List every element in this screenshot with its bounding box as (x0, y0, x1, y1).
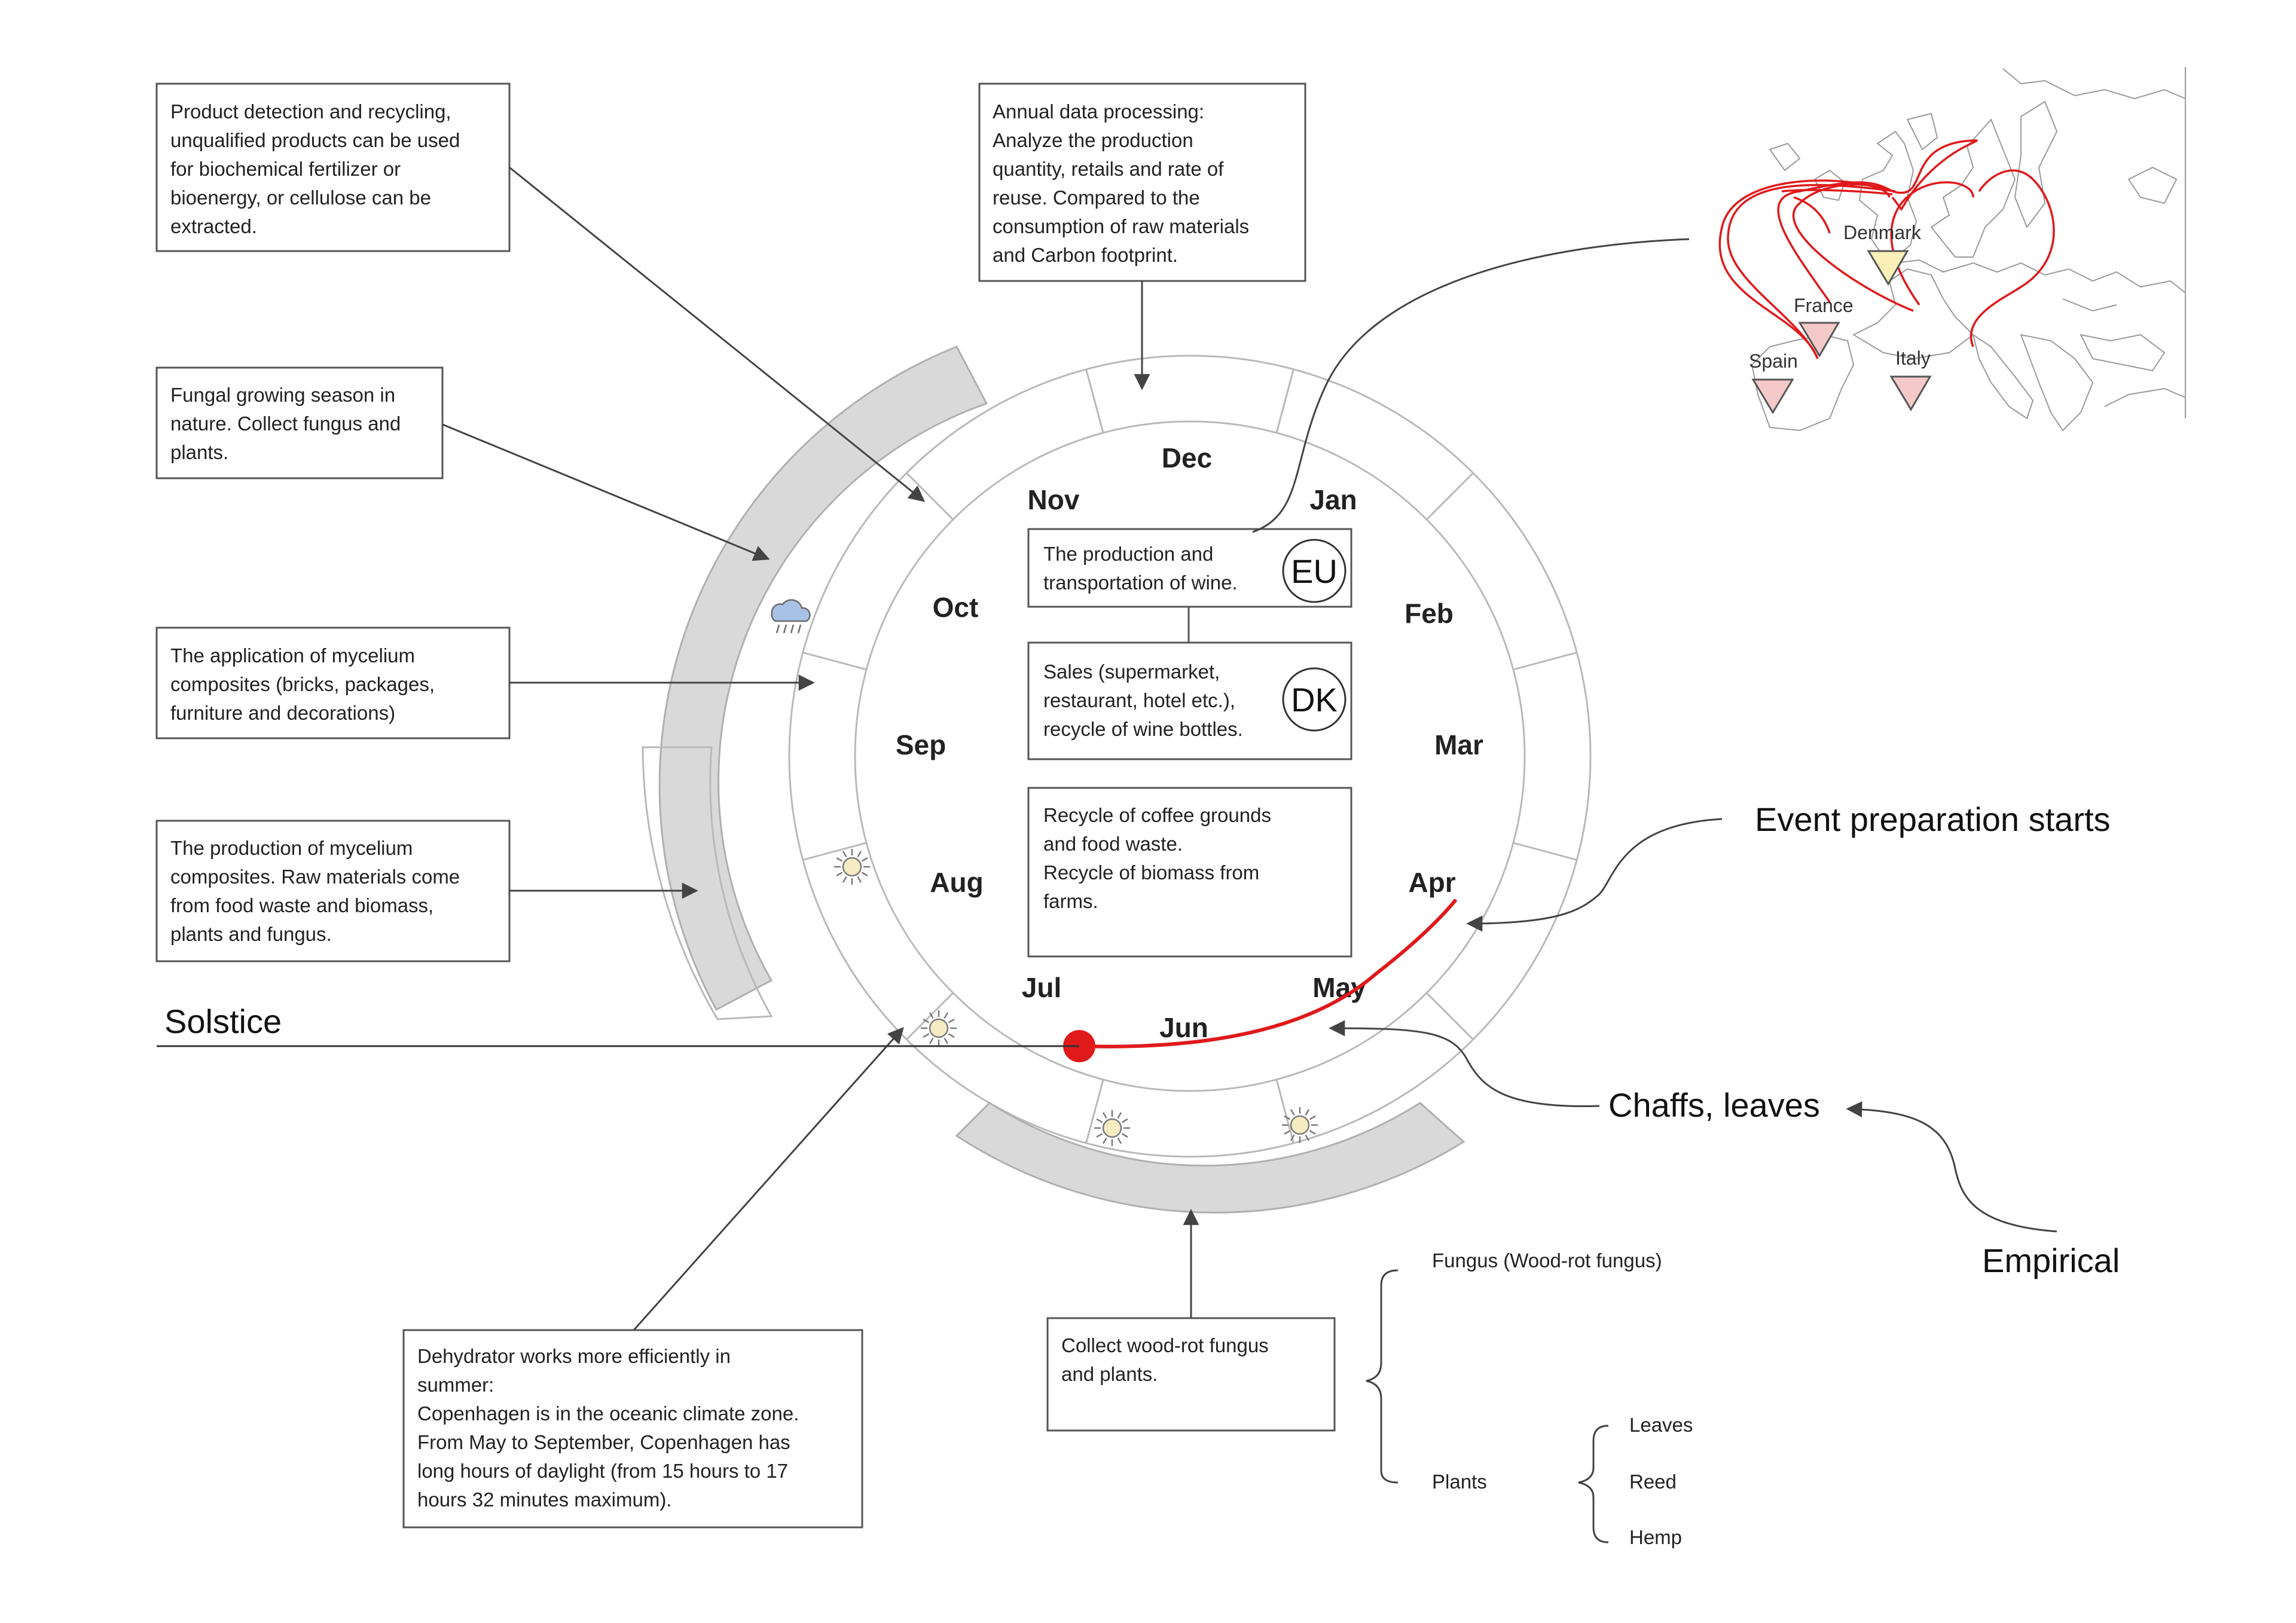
sun-icon (834, 849, 870, 885)
month-nov: Nov (1028, 484, 1080, 515)
month-divider (1275, 369, 1294, 433)
solstice-label: Solstice (164, 1002, 282, 1040)
month-divider (1513, 652, 1577, 671)
month-aug: Aug (930, 867, 983, 898)
month-divider (1275, 1079, 1294, 1144)
event-timeline-arc (1079, 898, 1458, 1049)
tree-plants: Plants (1432, 1471, 1487, 1493)
month-apr: Apr (1408, 867, 1455, 898)
production-note: The production of mycelium composites. R… (155, 820, 698, 962)
tree-reed: Reed (1629, 1471, 1677, 1493)
recycling-note: Product detection and recycling, unquali… (155, 82, 926, 502)
month-jun: Jun (1159, 1012, 1208, 1043)
application-note: The application of mycelium composites (… (155, 626, 815, 739)
eu-label: EU (1291, 552, 1338, 590)
denmark-label: Denmark (1843, 222, 1922, 243)
month-divider (802, 652, 867, 671)
chaffs-annotation: Chaffs, leaves (1329, 1020, 1820, 1124)
dehydrator-note: Dehydrator works more efficiently in sum… (402, 1026, 904, 1529)
annual-note: Annual data processing: Analyze the prod… (978, 82, 1306, 390)
month-jan: Jan (1309, 484, 1357, 515)
spain-marker (1751, 378, 1794, 414)
italy-label: Italy (1895, 347, 1931, 369)
cloud-rain-icon (771, 599, 811, 634)
dk-label: DK (1291, 681, 1338, 719)
month-divider (1085, 369, 1104, 433)
autumn-season-band (658, 346, 988, 1011)
material-tree: Fungus (Wood-rot fungus) Plants Leaves R… (1366, 1249, 1693, 1548)
fungal-season-note: Fungal growing season in nature. Collect… (155, 366, 770, 561)
sales-text: Sales (supermarket, restaurant, hotel et… (1043, 661, 1243, 740)
spain-label: Spain (1749, 350, 1798, 372)
italy-marker (1889, 375, 1932, 411)
svg-text:The application of mycelium: The application of mycelium composites (… (170, 644, 440, 724)
europe-map: Denmark France Spain Italy (1718, 67, 2186, 467)
tree-hemp: Hemp (1629, 1526, 1682, 1548)
chaffs-label: Chaffs, leaves (1608, 1086, 1820, 1124)
svg-text:Fungal growing season in: Fungal growing season in nature. Collect… (170, 384, 406, 463)
france-label: France (1794, 295, 1854, 316)
month-sep: Sep (896, 729, 946, 760)
month-mar: Mar (1434, 729, 1483, 760)
sun-icon (921, 1010, 957, 1046)
empirical-label: Empirical (1982, 1242, 2120, 1279)
svg-text:Collect wood-rot fungus: Collect wood-rot fungus and plants. (1061, 1334, 1274, 1385)
svg-text:The production of mycelium: The production of mycelium composites. R… (170, 837, 465, 945)
month-jul: Jul (1022, 972, 1061, 1003)
sun-icon (1282, 1107, 1318, 1143)
sun-icon (1094, 1110, 1130, 1146)
month-divider (1425, 472, 1474, 521)
month-oct: Oct (933, 592, 979, 623)
solstice-annotation: Solstice (157, 1002, 1079, 1047)
month-divider (906, 992, 954, 1040)
event-label: Event preparation starts (1755, 800, 2111, 838)
event-annotation: Event preparation starts (1466, 800, 2111, 932)
svg-text:Product detection and recyclin: Product detection and recycling, unquali… (170, 100, 466, 237)
left-outline-segment (642, 746, 773, 1020)
wine-text: The production and transportation of win… (1043, 543, 1238, 594)
month-dec: Dec (1162, 442, 1212, 473)
coffee-box (1027, 787, 1352, 958)
tree-fungus: Fungus (Wood-rot fungus) (1432, 1249, 1662, 1271)
collect-note: Collect wood-rot fungus and plants. (1046, 1209, 1336, 1432)
month-divider (1425, 992, 1474, 1040)
summer-season-band (955, 1102, 1465, 1214)
center-flow: The production and transportation of win… (1027, 528, 1352, 958)
month-divider (802, 842, 867, 861)
france-marker (1798, 322, 1840, 357)
month-divider (1513, 842, 1577, 861)
svg-text:Dehydrator works more efficien: Dehydrator works more efficiently in sum… (417, 1345, 805, 1511)
denmark-marker (1867, 250, 1909, 286)
calendar-wheel: Dec Jan Feb Mar Apr May Jun Jul Aug Sep … (642, 346, 1592, 1214)
month-feb: Feb (1405, 598, 1454, 629)
month-divider (1085, 1079, 1104, 1144)
empirical-annotation: Empirical (1846, 1101, 2120, 1279)
coffee-text: Recycle of coffee grounds and food waste… (1043, 804, 1277, 912)
svg-text:Annual data processing:: Annual data processing: Analyze the prod… (993, 100, 1254, 266)
month-divider (906, 472, 954, 521)
tree-leaves: Leaves (1629, 1414, 1693, 1436)
map-connector (1252, 238, 1690, 533)
